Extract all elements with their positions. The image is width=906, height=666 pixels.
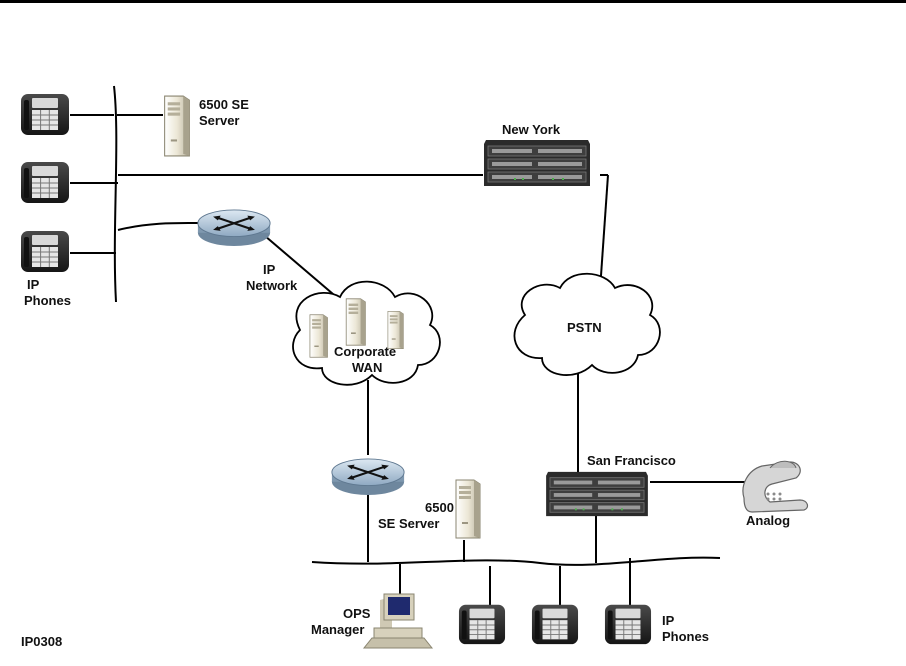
server-top	[164, 95, 190, 157]
router-top	[196, 208, 272, 248]
ops-manager-label-line2: Manager	[311, 622, 365, 637]
ops-manager-label-line1: OPS	[343, 606, 371, 621]
figure-id: IP0308	[21, 634, 63, 649]
ip-phones-top-label-line2: Phones	[24, 293, 71, 308]
ip-phone-top-2	[20, 161, 70, 204]
bottom-backbone	[311, 556, 721, 566]
server-bottom	[455, 479, 481, 539]
corporate-wan-cloud	[292, 280, 441, 386]
ip-network-label-line1: IP	[263, 262, 276, 277]
ip-network-label-line2: Network	[246, 278, 298, 293]
ip-phone-bottom-3	[604, 604, 652, 645]
san-francisco-switch	[545, 471, 649, 517]
ip-phones-top-label-line1: IP	[27, 277, 40, 292]
ip-phone-bottom-2	[531, 604, 579, 645]
router-bottom	[330, 457, 406, 497]
ip-phone-bottom-1	[458, 604, 506, 645]
corporate-wan-label-line1: Corporate	[334, 344, 397, 359]
ip-phone-top-1	[20, 93, 70, 136]
analog-label: Analog	[746, 513, 791, 528]
san-francisco-label: San Francisco	[587, 453, 676, 468]
server-bottom-label-line1: 6500	[425, 500, 454, 515]
left-backbone	[113, 85, 118, 303]
top-rule	[0, 0, 906, 3]
ops-manager-workstation	[362, 593, 434, 649]
new-york-switch	[483, 139, 591, 187]
new-york-label: New York	[502, 122, 561, 137]
ip-phones-bottom-label-line2: Phones	[662, 629, 709, 644]
server-top-label-line1: 6500 SE	[199, 97, 249, 112]
pstn-cloud	[513, 272, 661, 376]
corporate-wan-label-line2: WAN	[352, 360, 383, 375]
connection-lines	[70, 85, 752, 605]
wan-server-2	[345, 298, 366, 346]
ip-phone-top-3	[20, 230, 70, 273]
server-bottom-label-line2: SE Server	[378, 516, 440, 531]
analog-phone	[742, 460, 809, 513]
ip-phones-bottom-label-line1: IP	[662, 613, 675, 628]
server-top-label-line2: Server	[199, 113, 240, 128]
wan-server-1	[309, 314, 328, 358]
pstn-label: PSTN	[567, 320, 602, 335]
